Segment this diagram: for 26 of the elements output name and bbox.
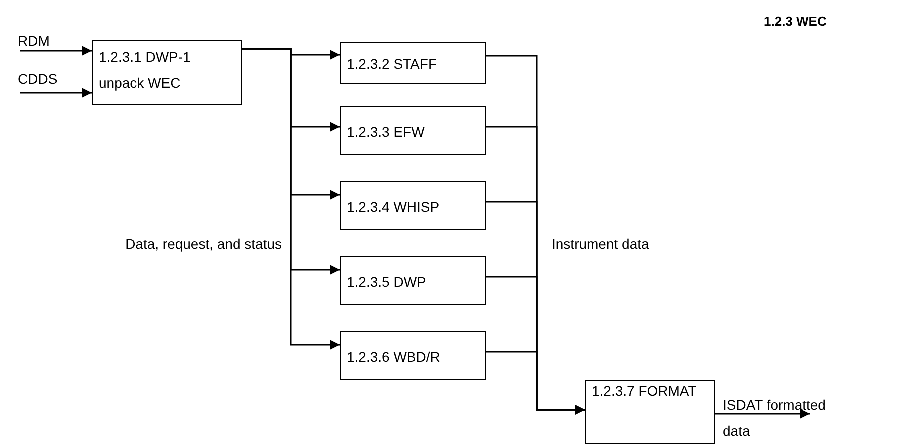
process-box [340, 256, 486, 305]
box-label: 1.2.3.4 WHISP [347, 198, 441, 214]
box-label: 1.2.3.2 STAFF [347, 56, 438, 72]
edge-label: RDM [18, 32, 51, 51]
edge-label: CDDS [18, 70, 59, 89]
arrow [242, 48, 340, 350]
process-box [340, 42, 486, 84]
arrow [20, 88, 92, 98]
process-box [585, 380, 715, 444]
box-label: 1.2.3.3 EFW [347, 124, 426, 140]
arrow [715, 409, 810, 419]
box-label: 1.2.3.7 FORMAT [592, 383, 698, 399]
flow-label: Instrument data [552, 235, 650, 254]
box-label: unpack WEC [99, 75, 182, 91]
process-box [340, 106, 486, 155]
box-label: 1.2.3.6 WBD/R [347, 348, 442, 364]
arrow [20, 46, 92, 56]
diagram-title: 1.2.3 WEC [764, 13, 827, 31]
process-box [340, 331, 486, 380]
box-label: 1.2.3.1 DWP-1 [99, 49, 192, 65]
process-box [340, 181, 486, 230]
arrow [486, 351, 585, 415]
edge-label: ISDAT formatted data [723, 396, 827, 441]
box-label: 1.2.3.5 DWP [347, 274, 428, 290]
process-box [92, 40, 242, 105]
flow-label: Data, request, and status [126, 235, 282, 254]
